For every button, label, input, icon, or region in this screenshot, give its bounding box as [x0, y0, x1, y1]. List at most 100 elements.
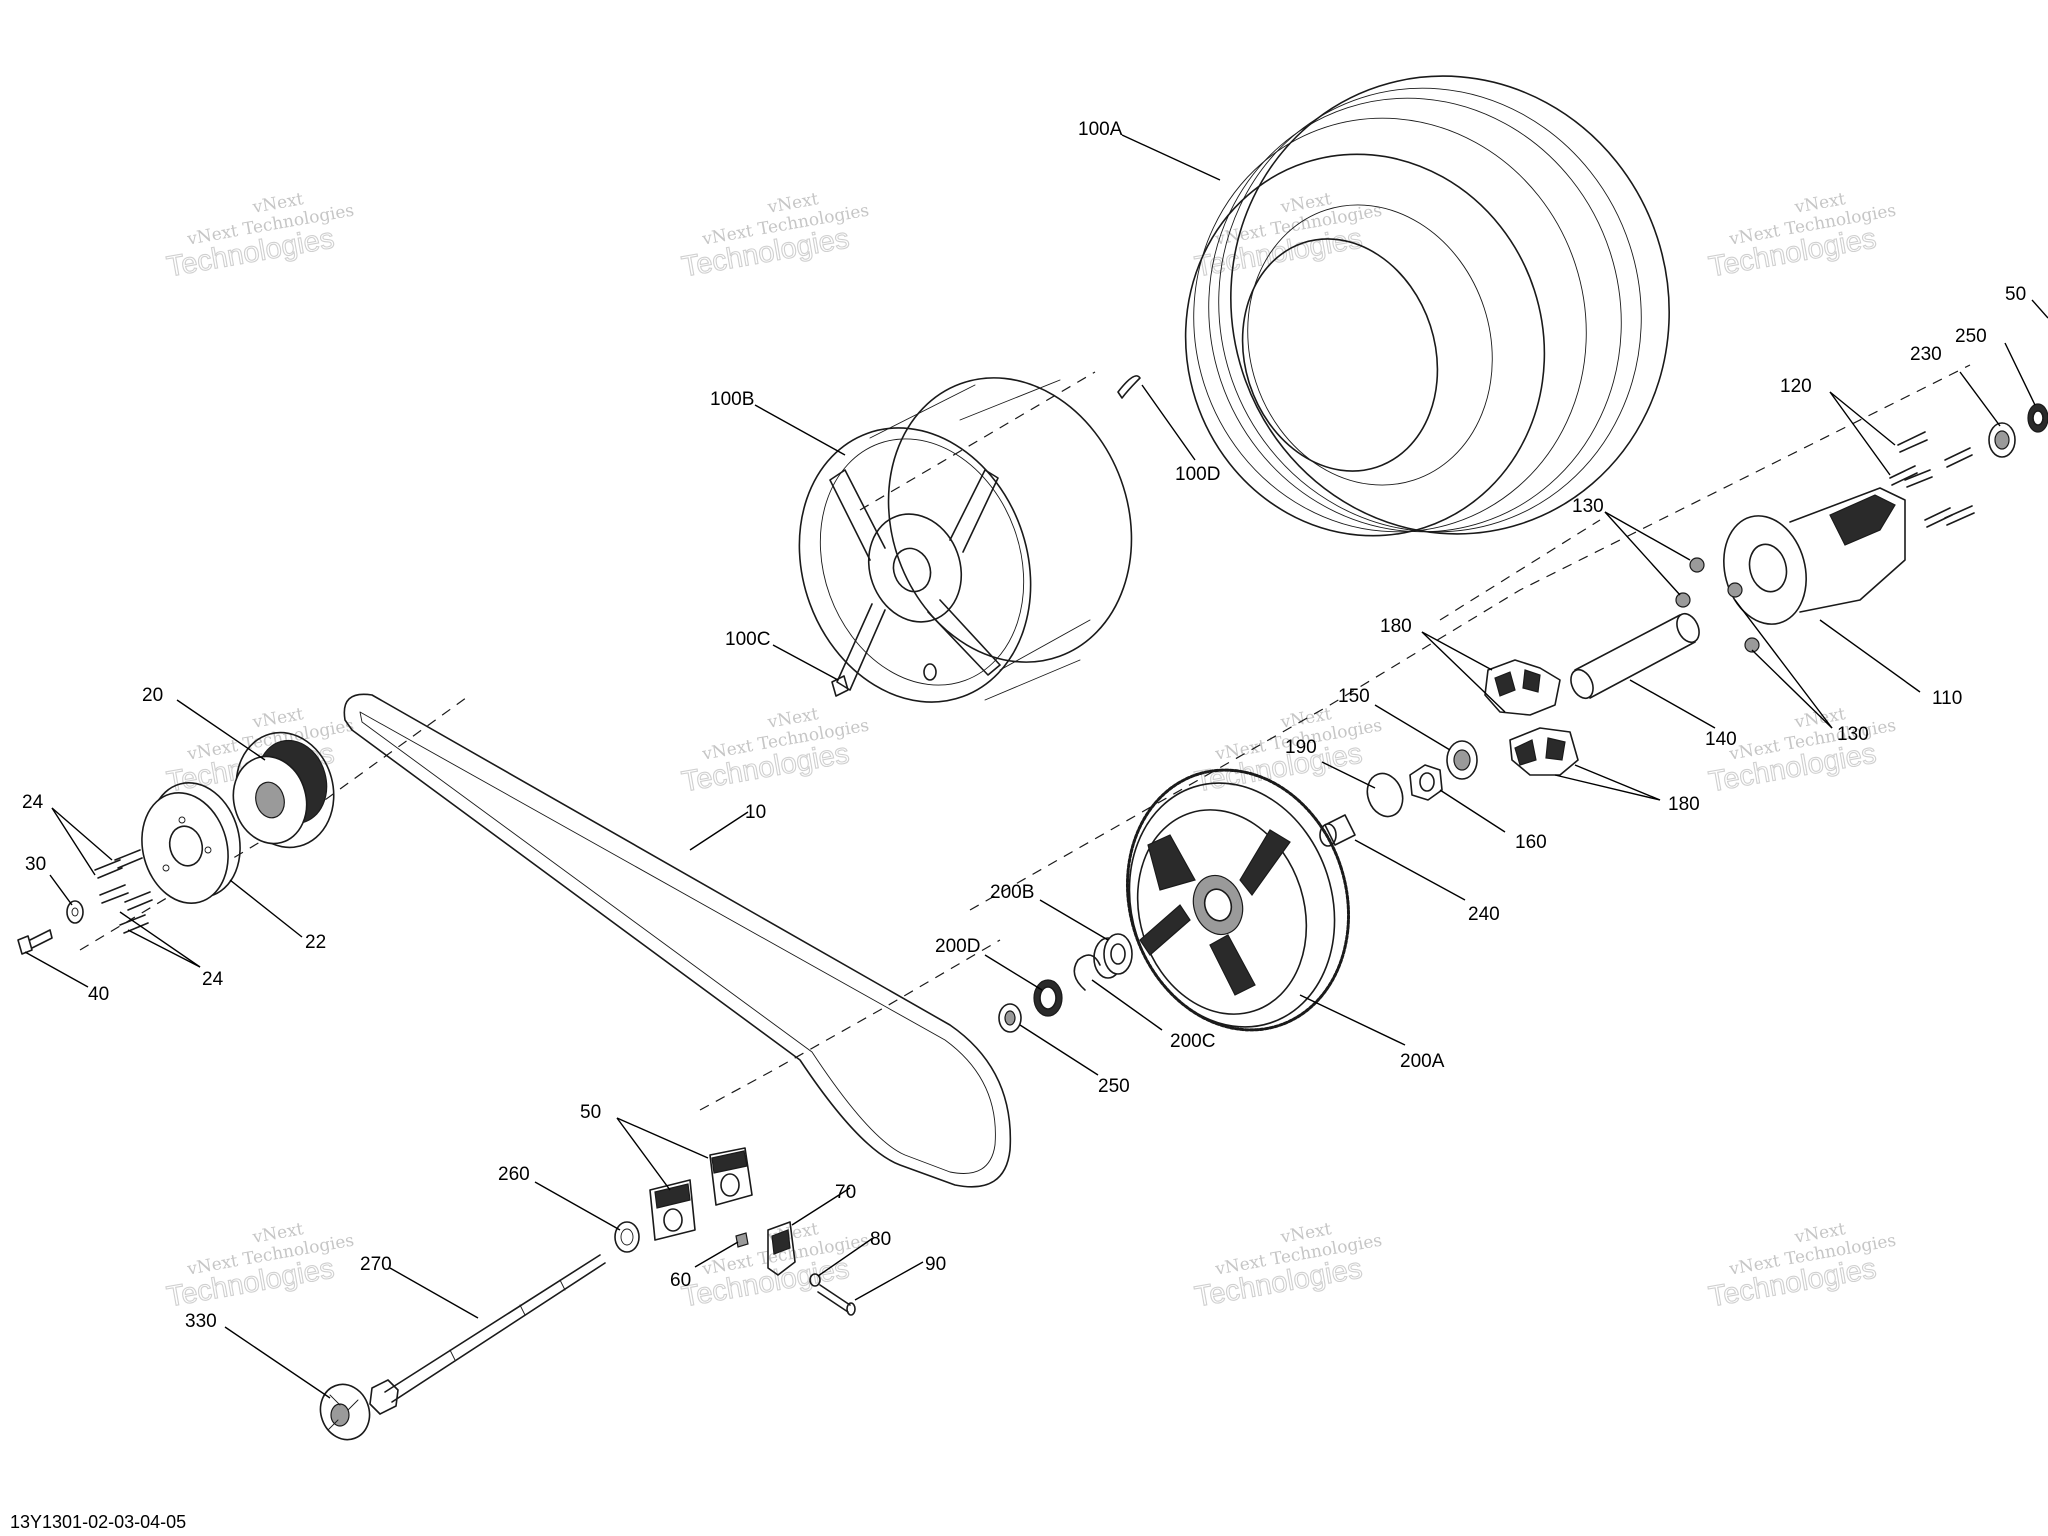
block-upper: [709, 1147, 753, 1206]
leader-120: [1829, 391, 1896, 446]
block-upper-bore: [720, 1173, 740, 1197]
callout-200a: 200A: [1400, 1051, 1445, 1072]
driven-sprocket-spoke: [1239, 829, 1291, 896]
callout-180b: 180: [1668, 794, 1700, 815]
driven-sprocket-spoke: [1139, 904, 1191, 956]
valve-stem-body: [831, 675, 849, 697]
tire: [1184, 75, 1670, 537]
washer-30: [66, 900, 84, 924]
washer-outer: [998, 1003, 1022, 1033]
axle-grooves: [449, 1279, 566, 1361]
flange-bolt-hole: [162, 864, 170, 872]
leader-150: [1374, 704, 1451, 751]
callout-80: 80: [870, 1229, 891, 1250]
leader-130a: [1604, 511, 1691, 561]
callout-130b: 130: [1837, 724, 1869, 745]
bracket-70: [767, 1221, 796, 1276]
callout-270: 270: [360, 1254, 392, 1275]
tire-tread-line: [1193, 117, 1587, 533]
spacer-front: [1103, 933, 1133, 975]
clip-body: [1117, 375, 1141, 399]
block-upper-top: [711, 1150, 748, 1174]
leader-24b: [119, 911, 201, 968]
bearing-outer: [1446, 740, 1478, 780]
callout-140: 140: [1705, 729, 1737, 750]
leader-22: [229, 879, 303, 938]
flange-front: [141, 792, 229, 904]
leader-90: [854, 1261, 924, 1301]
callout-130a: 130: [1572, 496, 1604, 517]
bearing-inner: [1039, 986, 1057, 1010]
washer-outer: [614, 1221, 640, 1253]
valve-hole: [923, 663, 937, 681]
pulley-axis-centerline: [79, 694, 471, 951]
watermark: vNext vNext Technologies Technologies: [1706, 1219, 1898, 1314]
bolt: [124, 891, 153, 911]
callout-200d: 200D: [935, 936, 980, 957]
leader-140: [1629, 679, 1716, 729]
bolt: [94, 859, 123, 879]
driven-sprocket-spoke: [1147, 834, 1196, 891]
flange-bolt-hole: [204, 846, 212, 854]
damper-blocks: [1484, 659, 1579, 776]
leader-80: [817, 1237, 874, 1277]
stud: [1944, 505, 1975, 526]
bracket-axis-centerline: [699, 939, 1001, 1111]
sprocket-bore: [255, 781, 285, 819]
washer-inner: [620, 1228, 634, 1246]
rim-barrel-lines: [869, 379, 1091, 701]
tire-outer-front: [1184, 153, 1546, 537]
ring-body: [1366, 772, 1404, 818]
nut-body: [735, 1232, 749, 1248]
stud: [1897, 431, 1928, 453]
leader-130a: [1604, 511, 1681, 596]
watermark: vNext vNext Technologies Technologies: [164, 189, 356, 284]
callout-250b: 250: [1955, 326, 1987, 347]
leader-250b: [2004, 342, 2036, 406]
driven-sprocket-spoke: [1209, 934, 1256, 996]
leader-190: [1321, 761, 1376, 789]
hub-body: [1789, 487, 1906, 613]
leader-230: [1959, 371, 2001, 427]
rim-front-flange: [798, 427, 1032, 703]
callout-250a: 250: [1098, 1076, 1130, 1097]
leader-200d: [984, 954, 1043, 991]
circlip-200c: [1073, 954, 1101, 991]
stud: [1904, 469, 1933, 488]
bushing-body: [1324, 814, 1356, 846]
cap-center: [330, 1403, 350, 1427]
tube-end-back: [1676, 612, 1700, 644]
nut-160: [1409, 764, 1443, 801]
nut-hex: [1409, 764, 1443, 801]
leader-24a: [51, 807, 113, 861]
leader-200b: [1039, 899, 1109, 941]
damper-lower-lobes: [1514, 737, 1566, 766]
hub-axis-centerline: [1439, 519, 1601, 621]
rim-spokes: [829, 469, 1001, 691]
spacer-200b: [1093, 933, 1133, 979]
tube-sides: [1574, 614, 1696, 699]
bolt-shank: [29, 929, 53, 949]
leader-100d: [1141, 384, 1196, 461]
hub-flange: [1723, 515, 1807, 625]
callout-20: 20: [142, 685, 163, 706]
wheel-hub-110: [1723, 487, 1906, 625]
callout-labels: 100A 100B 100C 100D 10 20 22 24 24 30 40…: [22, 119, 2026, 1332]
leader-20: [176, 699, 266, 761]
callout-22: 22: [305, 932, 326, 953]
washer-body: [809, 1273, 821, 1287]
watermark: vNext vNext Technologies Technologies: [679, 189, 871, 284]
circlip-body: [1073, 954, 1101, 991]
callout-190: 190: [1285, 737, 1317, 758]
watermark-layer: vNext vNext Technologies Technologies vN…: [164, 189, 1898, 1314]
tensioner-blocks-50: [649, 1147, 753, 1241]
leader-200c: [1091, 979, 1163, 1031]
wheel-axis-centerline: [859, 371, 1096, 511]
callout-180a: 180: [1380, 616, 1412, 637]
callout-90: 90: [925, 1254, 946, 1275]
tube-end-front: [1570, 668, 1594, 700]
rim-hub: [867, 513, 963, 623]
callout-150: 150: [1338, 686, 1370, 707]
